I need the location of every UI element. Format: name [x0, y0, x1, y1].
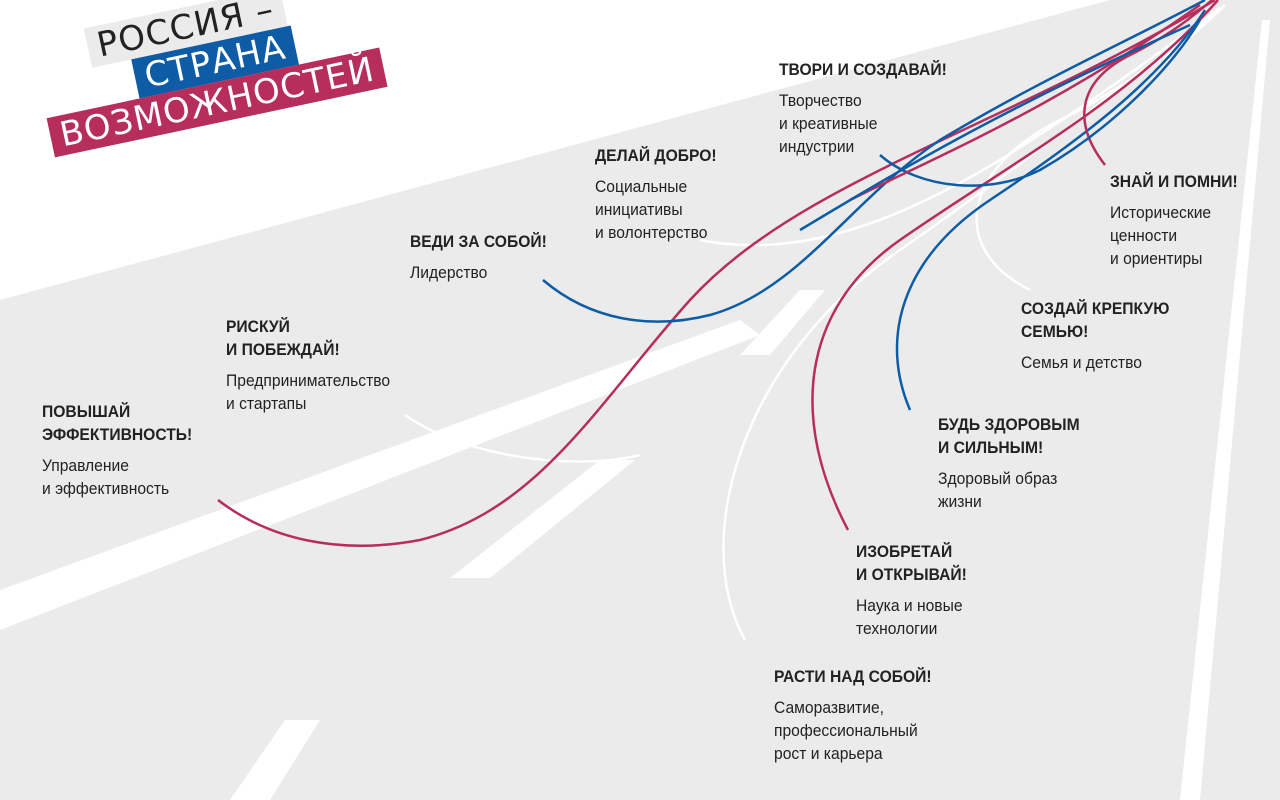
curve-history [1083, 0, 1213, 166]
lane-marking [450, 460, 635, 578]
item-title: РИСКУЙ И ПОБЕЖДАЙ! [226, 317, 340, 359]
item-desc: Исторические ценности и ориентиры [1110, 203, 1212, 268]
item-create: ТВОРИ И СОЗДАВАЙ! Творчество и креативны… [779, 58, 961, 158]
item-desc: Социальные инициативы и волонтерство [595, 177, 708, 242]
item-history: ЗНАЙ И ПОМНИ! Исторические ценности и ор… [1110, 170, 1249, 270]
curve-science [811, 0, 1219, 531]
item-family: СОЗДАЙ КРЕПКУЮ СЕМЬЮ! Семья и детство [1021, 297, 1182, 374]
item-title: ПОВЫШАЙ ЭФФЕКТИВНОСТЬ! [42, 402, 193, 444]
curve-health [895, 9, 1207, 411]
item-good: ДЕЛАЙ ДОБРО! Социальные инициативы и вол… [595, 144, 727, 244]
item-health: БУДЬ ЗДОРОВЫМ И СИЛЬНЫМ! Здоровый образ … [938, 413, 1092, 513]
item-title: ТВОРИ И СОЗДАВАЙ! [779, 60, 947, 79]
item-title: ЗНАЙ И ПОМНИ! [1110, 172, 1238, 191]
item-title: БУДЬ ЗДОРОВЫМ И СИЛЬНЫМ! [938, 415, 1080, 457]
curve-leadership [542, 0, 1206, 323]
item-title: РАСТИ НАД СОБОЙ! [774, 667, 932, 686]
lane-marking [740, 290, 825, 355]
item-desc: Творчество и креативные индустрии [779, 91, 878, 156]
item-desc: Управление и эффективность [42, 456, 170, 498]
item-risk: РИСКУЙ И ПОБЕЖДАЙ! Предпринимательство и… [226, 315, 404, 415]
item-efficiency: ПОВЫШАЙ ЭФФЕКТИВНОСТЬ! Управление и эффе… [42, 400, 205, 500]
item-growth: РАСТИ НАД СОБОЙ! Саморазвитие, профессио… [774, 665, 945, 765]
item-leadership: ВЕДИ ЗА СОБОЙ! Лидерство [410, 230, 559, 284]
curve-family [849, 3, 1201, 202]
item-title: ДЕЛАЙ ДОБРО! [595, 146, 717, 165]
curve-good [799, 23, 1191, 232]
item-science: ИЗОБРЕТАЙ И ОТКРЫВАЙ! Наука и новые техн… [856, 540, 977, 640]
item-desc: Предпринимательство и стартапы [226, 371, 391, 413]
item-desc: Семья и детство [1021, 353, 1142, 372]
curve-creative [879, 19, 1202, 187]
item-desc: Лидерство [410, 263, 488, 282]
item-desc: Саморазвитие, профессиональный рост и ка… [774, 698, 918, 763]
item-title: ВЕДИ ЗА СОБОЙ! [410, 232, 547, 251]
road-edge-right [1180, 20, 1270, 800]
curve-efficiency [217, 0, 1216, 547]
item-title: ИЗОБРЕТАЙ И ОТКРЫВАЙ! [856, 542, 967, 584]
item-desc: Наука и новые технологии [856, 596, 963, 638]
item-desc: Здоровый образ жизни [938, 469, 1058, 511]
lane-marking [230, 720, 320, 800]
path-curves [217, 0, 1219, 547]
road-edge-stripe [0, 320, 760, 630]
item-title: СОЗДАЙ КРЕПКУЮ СЕМЬЮ! [1021, 299, 1170, 341]
